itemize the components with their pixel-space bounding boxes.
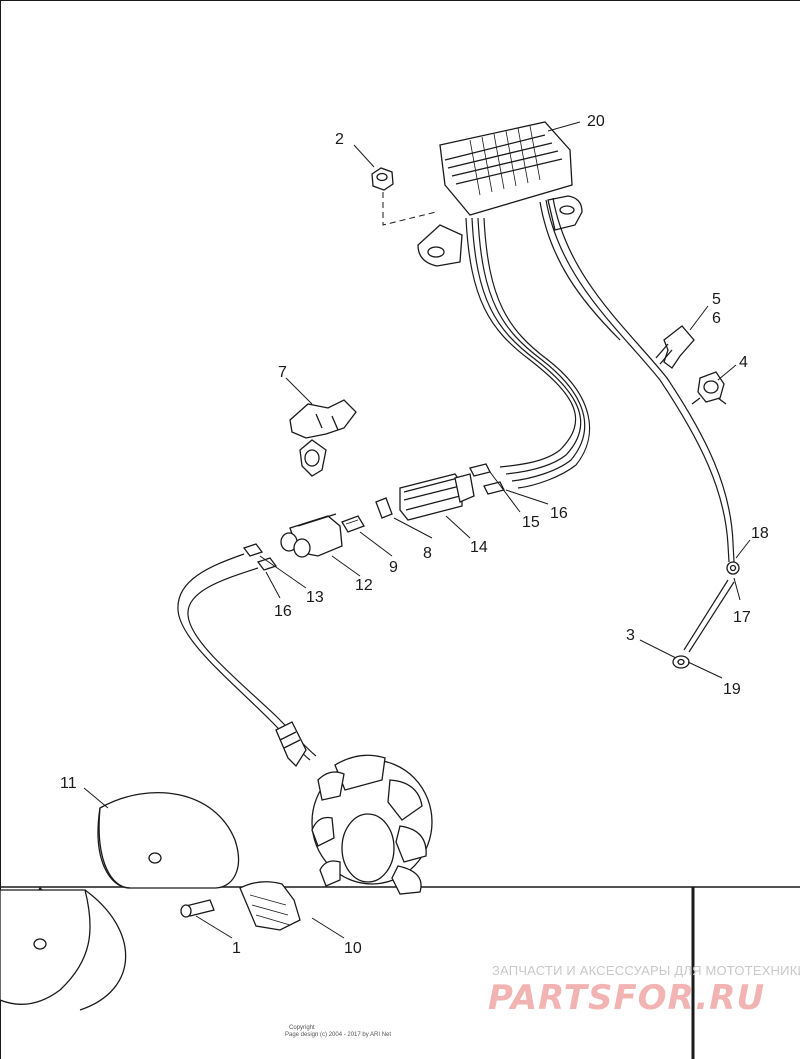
- callout-18: 18: [751, 525, 769, 542]
- callout-3: 3: [626, 627, 635, 644]
- stator: [239, 754, 433, 931]
- harness-clip: [289, 399, 357, 477]
- leader-lines: [83, 121, 751, 939]
- stator-connector: [280, 513, 343, 558]
- copyright-footer: Copyright Page design (c) 2004 - 2017 by…: [285, 1025, 391, 1039]
- regulator-connector: [399, 473, 475, 521]
- callout-12: 12: [355, 577, 373, 594]
- callout-20: 20: [587, 113, 605, 130]
- wire-clip: [655, 325, 695, 369]
- copyright-line-2: Page design (c) 2004 - 2017 by ARI Net: [285, 1032, 392, 1038]
- callout-6: 6: [712, 310, 721, 327]
- ground-strap: [672, 579, 735, 669]
- callout-15: 15: [522, 514, 540, 531]
- terminal-lock: [341, 515, 365, 533]
- callout-1: 1: [232, 940, 241, 957]
- copyright-line-1: Copyright: [289, 1025, 315, 1031]
- callout-19: 19: [723, 681, 741, 698]
- screw: [180, 899, 215, 918]
- callout-11: 11: [60, 775, 77, 792]
- socket-terminals: [242, 463, 505, 571]
- callout-13: 13: [306, 589, 324, 606]
- callout-14: 14: [470, 539, 488, 556]
- callout-5: 5: [712, 291, 721, 308]
- callout-7: 7: [278, 364, 287, 381]
- callout-9: 9: [389, 559, 398, 576]
- ring-terminal-upper: [726, 561, 740, 575]
- callout-2: 2: [335, 131, 344, 148]
- regulator-wire-harness: [465, 197, 735, 563]
- rotor: [0, 791, 240, 1011]
- watermark-logo: PARTSFOR.RU: [488, 978, 766, 1018]
- callout-16-upper: 16: [550, 505, 568, 522]
- wire-clamp: [691, 371, 727, 405]
- callout-10: 10: [344, 940, 362, 957]
- connector-lock: [375, 497, 393, 519]
- callout-labels: 20 2 5 6 4 7 15 16 14 8 9 12 13 16 18 17…: [60, 113, 769, 957]
- stator-wire-harness: [177, 553, 317, 768]
- voltage-regulator: [417, 121, 583, 267]
- callout-16-lower: 16: [274, 603, 292, 620]
- callout-17: 17: [733, 609, 751, 626]
- callout-8: 8: [423, 545, 432, 562]
- callout-4: 4: [739, 354, 748, 371]
- watermark-tagline: ЗАПЧАСТИ И АКСЕССУАРЫ ДЛЯ МОТОТЕХНИКИ: [492, 963, 800, 978]
- nut: [371, 167, 437, 226]
